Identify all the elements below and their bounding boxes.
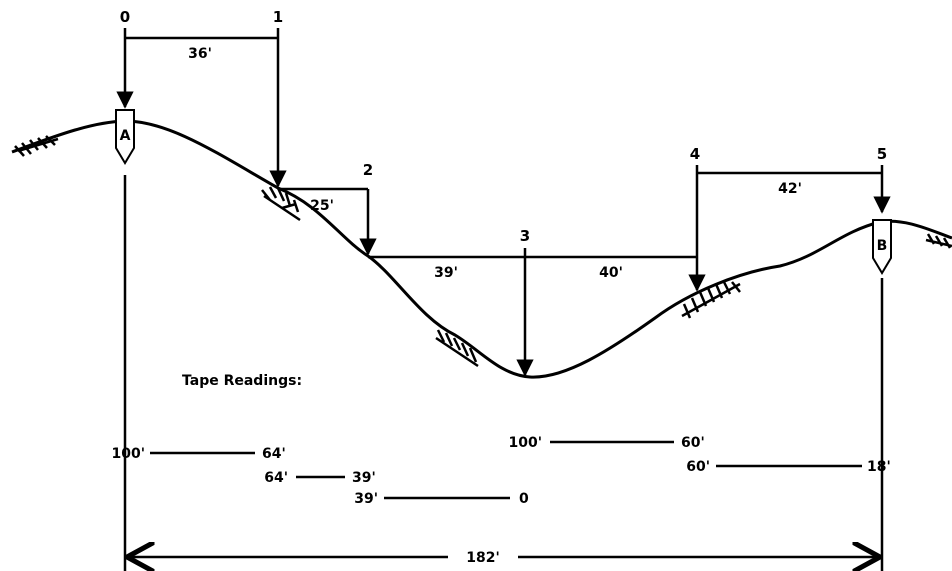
distance-2-3-label: 39': [434, 265, 458, 281]
station-0-label: 0: [120, 8, 130, 26]
distance-1-2-label: 25': [310, 198, 334, 214]
tape-reading-5-left: 60': [686, 459, 710, 475]
station-1-label: 1: [273, 8, 283, 26]
tape-reading-3-left: 39': [354, 491, 378, 507]
tape-reading-3-right: 0: [519, 491, 529, 507]
tape-reading-4-left: 100': [508, 435, 542, 451]
tape-readings-heading: Tape Readings:: [182, 373, 302, 389]
distance-3-4-label: 40': [599, 265, 623, 281]
tape-reading-2-left: 64': [264, 470, 288, 486]
station-3-label: 3: [520, 227, 530, 245]
tape-reading-1-right: 64': [262, 446, 286, 462]
tape-reading-1-left: 100': [111, 446, 145, 462]
station-5-label: 5: [877, 145, 887, 163]
stake-b-label: B: [877, 238, 888, 254]
tape-reading-5-right: 18': [867, 459, 891, 475]
tape-reading-2-right: 39': [352, 470, 376, 486]
station-4-label: 4: [690, 145, 700, 163]
distance-0-1-label: 36': [188, 46, 212, 62]
hatch-marks: [14, 135, 952, 368]
stake-b: B: [872, 219, 892, 275]
stake-a: A: [115, 109, 135, 165]
tape-reading-4-right: 60': [681, 435, 705, 451]
distance-4-5-label: 42': [778, 181, 802, 197]
stake-a-label: A: [120, 128, 131, 144]
total-distance-label: 182': [466, 550, 500, 566]
ground-profile: [11, 119, 952, 379]
station-2-label: 2: [363, 161, 373, 179]
